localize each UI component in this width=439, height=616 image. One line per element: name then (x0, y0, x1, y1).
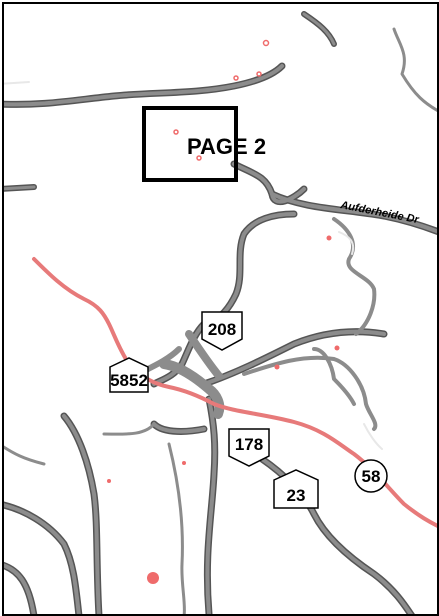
route-shield-5852[interactable]: 5852 (109, 357, 149, 393)
poi-marker[interactable] (107, 479, 111, 483)
page-label: PAGE 2 (187, 134, 266, 159)
poi-marker[interactable] (262, 39, 270, 47)
street-label-aufderheide: Aufderheide Dr (338, 199, 420, 226)
poi-marker[interactable] (173, 129, 179, 135)
point-markers (107, 39, 340, 584)
poi-marker[interactable] (256, 71, 262, 77)
poi-marker[interactable] (334, 345, 340, 351)
route-number: 178 (235, 435, 263, 454)
route-number: 58 (362, 467, 381, 486)
route-shield-58[interactable]: 58 (354, 459, 388, 493)
poi-marker[interactable] (233, 75, 239, 81)
poi-marker[interactable] (326, 235, 332, 241)
route-shield-178[interactable]: 178 (228, 428, 270, 467)
route-number: 23 (287, 486, 306, 505)
poi-marker[interactable] (196, 155, 202, 161)
route-number: 5852 (110, 371, 148, 390)
poi-marker[interactable] (274, 364, 280, 370)
route-number: 208 (208, 320, 236, 339)
map-canvas[interactable]: PAGE 2 Aufderheide Dr 208 5852 178 23 58 (4, 4, 437, 614)
road-network (4, 12, 437, 614)
poi-area-marker[interactable] (147, 572, 159, 584)
page-index-box[interactable]: PAGE 2 (142, 106, 266, 182)
poi-marker[interactable] (182, 461, 186, 465)
minor-roads (4, 81, 383, 450)
route-shield-208[interactable]: 208 (201, 311, 243, 351)
route-shield-23[interactable]: 23 (273, 469, 319, 509)
